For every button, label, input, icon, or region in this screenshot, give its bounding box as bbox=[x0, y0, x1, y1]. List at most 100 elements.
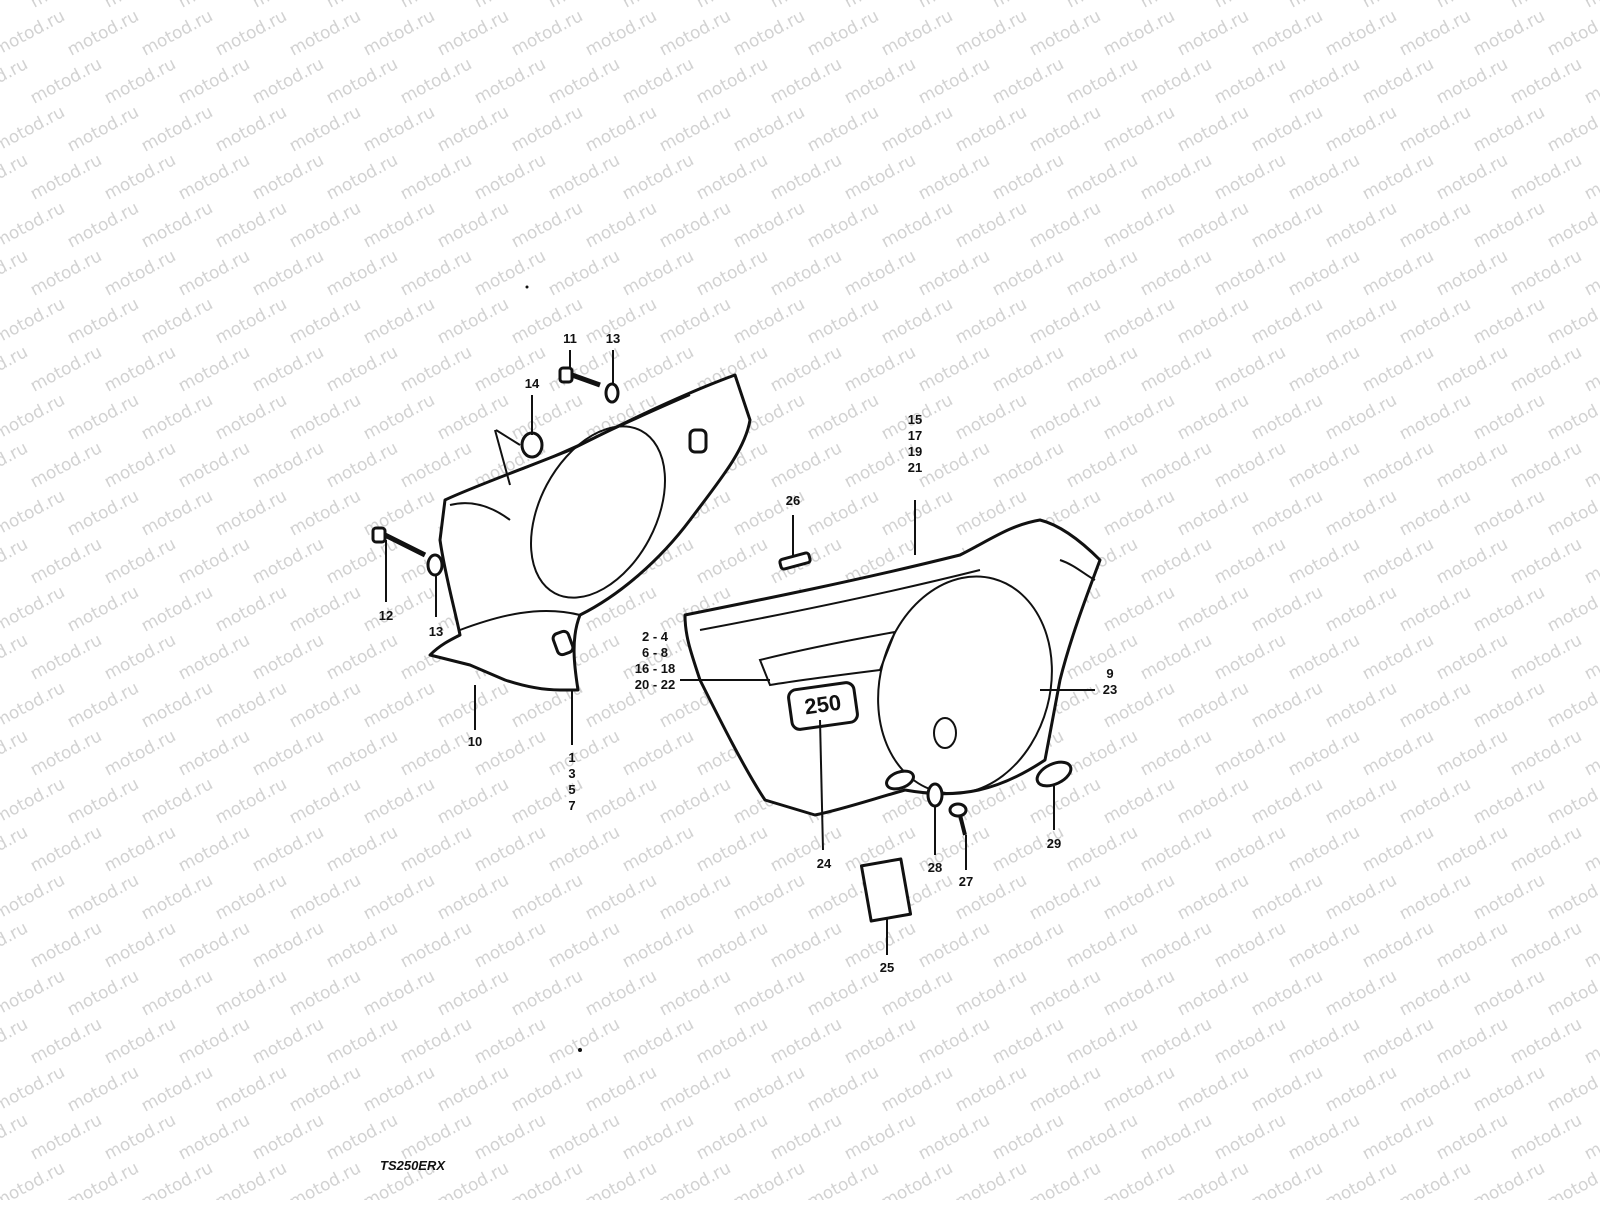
watermark-text: motod.ru bbox=[1396, 678, 1474, 732]
watermark-text: motod.ru bbox=[101, 1014, 179, 1068]
watermark-text: motod.ru bbox=[175, 150, 253, 204]
watermark-text: motod.ru bbox=[64, 6, 142, 60]
watermark-text: motod.ru bbox=[1248, 774, 1326, 828]
watermark-text: motod.ru bbox=[1211, 342, 1289, 396]
callout-2: 14 bbox=[525, 376, 540, 391]
watermark-text: motod.ru bbox=[841, 150, 919, 204]
watermark-text: motod.ru bbox=[249, 342, 327, 396]
watermark-text: motod.ru bbox=[952, 1158, 1030, 1200]
watermark-text: motod.ru bbox=[1544, 966, 1600, 1020]
watermark-text: motod.ru bbox=[1322, 678, 1400, 732]
watermark-text: motod.ru bbox=[1359, 534, 1437, 588]
watermark-text: motod.ru bbox=[989, 54, 1067, 108]
callout-5: 10 bbox=[468, 734, 482, 749]
watermark-text: motod.ru bbox=[1174, 486, 1252, 540]
watermark-text: motod.ru bbox=[286, 6, 364, 60]
watermark-text: motod.ru bbox=[360, 870, 438, 924]
watermark-text: motod.ru bbox=[1285, 246, 1363, 300]
watermark-text: motod.ru bbox=[323, 630, 401, 684]
watermark-text: motod.ru bbox=[212, 1158, 290, 1200]
watermark-text: motod.ru bbox=[1507, 534, 1585, 588]
watermark-text: motod.ru bbox=[249, 0, 327, 12]
watermark-text: motod.ru bbox=[360, 294, 438, 348]
watermark-text: motod.ru bbox=[619, 1014, 697, 1068]
watermark-text: motod.ru bbox=[138, 678, 216, 732]
watermark-text: motod.ru bbox=[1026, 6, 1104, 60]
watermark-text: motod.ru bbox=[101, 150, 179, 204]
watermark-text: motod.ru bbox=[1433, 726, 1511, 780]
watermark-text: motod.ru bbox=[212, 6, 290, 60]
plate-25 bbox=[859, 857, 913, 923]
watermark-text: motod.ru bbox=[434, 966, 512, 1020]
watermark-text: motod.ru bbox=[767, 438, 845, 492]
watermark-text: motod.ru bbox=[1322, 6, 1400, 60]
watermark-text: motod.ru bbox=[1100, 390, 1178, 444]
watermark-text: motod.ru bbox=[0, 54, 31, 108]
watermark-text: motod.ru bbox=[138, 870, 216, 924]
watermark-text: motod.ru bbox=[1359, 0, 1437, 12]
watermark-text: motod.ru bbox=[619, 0, 697, 12]
watermark-text: motod.ru bbox=[1433, 438, 1511, 492]
watermark-text: motod.ru bbox=[0, 0, 31, 12]
watermark-text: motod.ru bbox=[286, 198, 364, 252]
watermark-text: motod.ru bbox=[0, 6, 68, 60]
watermark-text: motod.ru bbox=[1285, 822, 1363, 876]
watermark-text: motod.ru bbox=[27, 0, 105, 12]
watermark-text: motod.ru bbox=[1581, 822, 1600, 876]
watermark-text: motod.ru bbox=[1396, 294, 1474, 348]
callout-3: 12 bbox=[379, 608, 393, 623]
watermark-text: motod.ru bbox=[545, 54, 623, 108]
watermark-text: motod.ru bbox=[582, 966, 660, 1020]
watermark-text: motod.ru bbox=[0, 726, 31, 780]
watermark-text: motod.ru bbox=[249, 246, 327, 300]
watermark-text: motod.ru bbox=[1026, 102, 1104, 156]
watermark-text: motod.ru bbox=[360, 102, 438, 156]
watermark-text: motod.ru bbox=[1396, 486, 1474, 540]
watermark-text: motod.ru bbox=[27, 54, 105, 108]
watermark-text: motod.ru bbox=[508, 6, 586, 60]
watermark-text: motod.ru bbox=[1544, 1158, 1600, 1200]
watermark-text: motod.ru bbox=[1581, 630, 1600, 684]
watermark-text: motod.ru bbox=[804, 102, 882, 156]
watermark-text: motod.ru bbox=[101, 1110, 179, 1164]
watermark-text: motod.ru bbox=[1322, 966, 1400, 1020]
watermark-text: motod.ru bbox=[397, 1014, 475, 1068]
watermark-text: motod.ru bbox=[323, 1014, 401, 1068]
watermark-text: motod.ru bbox=[64, 486, 142, 540]
watermark-text: motod.ru bbox=[915, 1110, 993, 1164]
watermark-text: motod.ru bbox=[1359, 918, 1437, 972]
watermark-text: motod.ru bbox=[730, 6, 808, 60]
watermark-text: motod.ru bbox=[1285, 630, 1363, 684]
watermark-text: motod.ru bbox=[1211, 822, 1289, 876]
watermark-text: motod.ru bbox=[730, 966, 808, 1020]
watermark-text: motod.ru bbox=[1544, 870, 1600, 924]
watermark-text: motod.ru bbox=[804, 486, 882, 540]
watermark-text: motod.ru bbox=[1063, 150, 1141, 204]
watermark-text: motod.ru bbox=[1211, 0, 1289, 12]
watermark-text: motod.ru bbox=[1063, 630, 1141, 684]
watermark-text: motod.ru bbox=[27, 150, 105, 204]
watermark-text: motod.ru bbox=[175, 54, 253, 108]
watermark-text: motod.ru bbox=[1470, 774, 1548, 828]
callout-10: 24 bbox=[817, 856, 832, 871]
watermark-text: motod.ru bbox=[952, 6, 1030, 60]
watermark-text: motod.ru bbox=[656, 774, 734, 828]
watermark-text: motod.ru bbox=[1359, 150, 1437, 204]
washer-28 bbox=[926, 782, 944, 808]
watermark-text: motod.ru bbox=[1285, 918, 1363, 972]
watermark-text: motod.ru bbox=[730, 102, 808, 156]
watermark-text: motod.ru bbox=[1396, 1158, 1474, 1200]
watermark-text: motod.ru bbox=[1359, 438, 1437, 492]
callout-8: 26 bbox=[786, 493, 800, 508]
watermark-text: motod.ru bbox=[915, 0, 993, 12]
watermark-text: motod.ru bbox=[915, 54, 993, 108]
watermark-text: motod.ru bbox=[693, 1110, 771, 1164]
watermark-text: motod.ru bbox=[1211, 630, 1289, 684]
watermark-text: motod.ru bbox=[175, 1110, 253, 1164]
watermark-text: motod.ru bbox=[1470, 1062, 1548, 1116]
watermark-text: motod.ru bbox=[1581, 918, 1600, 972]
watermark-text: motod.ru bbox=[841, 1014, 919, 1068]
